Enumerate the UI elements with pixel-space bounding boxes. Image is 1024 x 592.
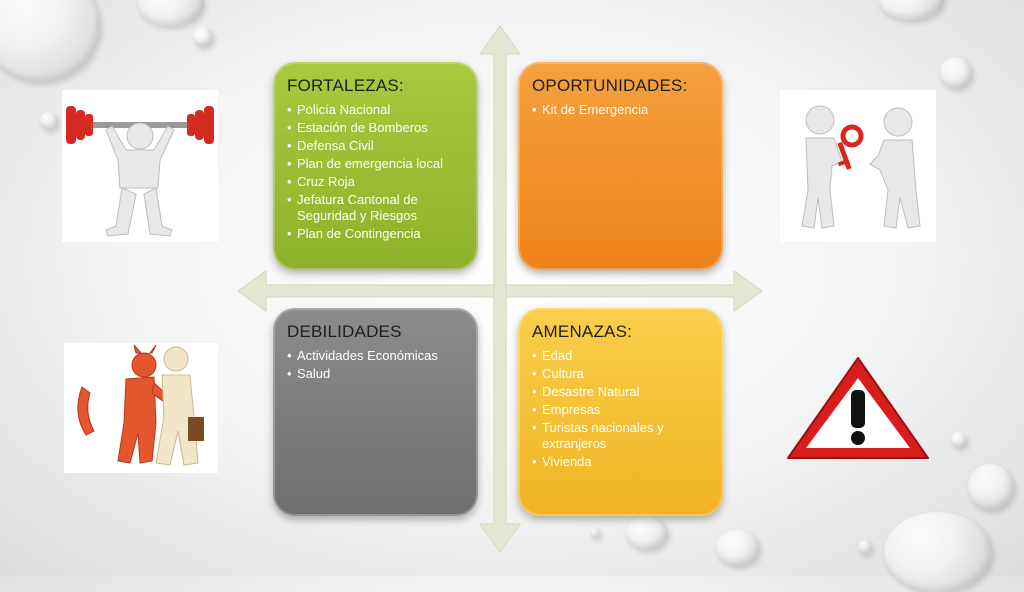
arrow-vertical (479, 25, 521, 553)
quadrant-title: OPORTUNIDADES: (532, 76, 688, 95)
quadrant-title: FORTALEZAS: (287, 76, 404, 95)
water-drop (858, 540, 872, 554)
water-drop (940, 57, 972, 89)
water-drop (716, 530, 760, 566)
list-item: Vivienda (532, 454, 711, 470)
water-drop (40, 112, 58, 130)
list-item: Desastre Natural (532, 384, 711, 400)
quadrant-title: DEBILIDADES (287, 322, 402, 341)
list-item: Plan de Contingencia (287, 226, 466, 242)
water-drop (193, 27, 213, 47)
list-item: Kit de Emergencia (532, 102, 711, 118)
list-item: Edad (532, 348, 711, 364)
weightlifter-figure (62, 90, 218, 242)
list-item: Cultura (532, 366, 711, 382)
cross-arrows (237, 25, 763, 553)
quadrant-list: Kit de Emergencia (532, 102, 711, 118)
quadrant-fortalezas: FORTALEZAS: Policía NacionalEstación de … (273, 62, 478, 270)
list-item: Estación de Bomberos (287, 120, 466, 136)
water-drop (951, 432, 967, 448)
quadrant-oportunidades: OPORTUNIDADES: Kit de Emergencia (518, 62, 723, 270)
quadrant-amenazas: AMENAZAS: EdadCulturaDesastre NaturalEmp… (518, 308, 723, 516)
key-handover-figures (780, 90, 936, 242)
list-item: Actividades Económicas (287, 348, 466, 364)
water-drop (968, 464, 1014, 510)
list-item: Jefatura Cantonal de Seguridad y Riesgos (287, 192, 466, 224)
quadrant-title: AMENAZAS: (532, 322, 633, 341)
water-drop (626, 516, 668, 550)
quadrant-debilidades: DEBILIDADES Actividades EconómicasSalud (273, 308, 478, 516)
devil-whispering-figure (64, 343, 218, 473)
list-item: Defensa Civil (287, 138, 466, 154)
quadrant-list: Actividades EconómicasSalud (287, 348, 466, 382)
list-item: Turistas nacionales y extranjeros (532, 420, 711, 452)
list-item: Salud (287, 366, 466, 382)
water-drop (590, 528, 600, 538)
list-item: Cruz Roja (287, 174, 466, 190)
quadrant-list: EdadCulturaDesastre NaturalEmpresasTuris… (532, 348, 711, 470)
list-item: Empresas (532, 402, 711, 418)
list-item: Plan de emergencia local (287, 156, 466, 172)
warning-sign-icon (784, 354, 932, 462)
water-drop (878, 0, 944, 20)
list-item: Policía Nacional (287, 102, 466, 118)
quadrant-list: Policía NacionalEstación de BomberosDefe… (287, 102, 466, 242)
